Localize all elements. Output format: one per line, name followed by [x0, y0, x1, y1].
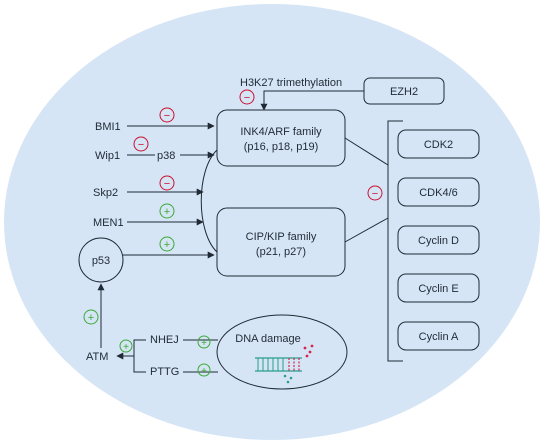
cyclin-box-cyclin-a	[397, 321, 480, 351]
svg-text:−: −	[164, 178, 170, 190]
cyclin-label-cyclin-d: Cyclin D	[418, 235, 459, 247]
skp2-minus-sign: −	[159, 175, 175, 191]
cyclin-box-cdk4-6	[397, 177, 480, 207]
wip1-label: Wip1	[95, 150, 120, 162]
cyclin-label-cdk4-6: CDK4/6	[419, 187, 458, 199]
svg-text:−: −	[138, 139, 144, 151]
svg-text:+: +	[164, 239, 170, 251]
svg-text:−: −	[164, 110, 170, 122]
cyclin-box-cyclin-e	[397, 273, 480, 303]
cyclin-label-cyclin-a: Cyclin A	[419, 331, 459, 343]
skp2-label: Skp2	[93, 187, 118, 199]
dna-damage-ellipse	[216, 314, 348, 390]
p53-label: p53	[92, 255, 110, 267]
dna-nhej-plus-sign: +	[197, 335, 211, 349]
bmi1-minus-sign: −	[159, 107, 175, 123]
nhej-label: NHEJ	[150, 334, 179, 346]
svg-text:+: +	[201, 366, 207, 377]
wip1-minus-sign: −	[133, 136, 149, 152]
ink4-to-cyclins-line	[344, 137, 389, 166]
svg-text:−: −	[244, 92, 250, 104]
svg-text:−: −	[372, 188, 378, 200]
bmi1-label: BMI1	[95, 121, 121, 133]
p38-label: p38	[157, 150, 175, 162]
dna-strand-icon	[255, 344, 314, 384]
h3k27-label: H3K27 trimethylation	[240, 77, 342, 89]
ezh2-minus-sign: −	[239, 89, 255, 105]
p53-plus-sign: +	[159, 236, 175, 252]
dna-damage-label: DNA damage	[235, 333, 300, 345]
cyclin-label-cdk2: CDK2	[424, 139, 453, 151]
cyclins-minus-sign: −	[367, 185, 383, 201]
svg-text:+: +	[88, 312, 94, 324]
svg-text:+: +	[123, 342, 129, 353]
cip-kip-line2: (p21, p27)	[256, 246, 306, 258]
svg-text:+: +	[164, 206, 170, 218]
cip-kip-line1: CIP/KIP family	[246, 231, 317, 243]
cyclin-box-cdk2	[397, 129, 480, 159]
cipkip-to-cyclins-line	[344, 217, 389, 243]
background-ellipse	[4, 4, 540, 440]
men1-plus-sign: +	[159, 203, 175, 219]
p53-circle	[78, 237, 124, 283]
atm-plus-sign: +	[83, 309, 99, 325]
cyclin-label-cyclin-e: Cyclin E	[418, 283, 458, 295]
cyclin-box-cyclin-d	[397, 225, 480, 255]
atm-label: ATM	[86, 351, 108, 363]
dna-pttg-plus-sign: +	[197, 363, 211, 377]
ezh2-label: EZH2	[390, 86, 418, 98]
ezh2-arrow	[260, 90, 364, 111]
pttg-label: PTTG	[150, 366, 179, 378]
ink4-arf-line1: INK4/ARF family	[240, 126, 322, 138]
cyclins-bracket	[387, 120, 403, 362]
ink4-arf-line2: (p16, p18, p19)	[244, 141, 319, 153]
nhej-pttg-plus-sign: +	[119, 339, 133, 353]
men1-label: MEN1	[93, 217, 124, 229]
svg-text:+: +	[201, 338, 207, 349]
